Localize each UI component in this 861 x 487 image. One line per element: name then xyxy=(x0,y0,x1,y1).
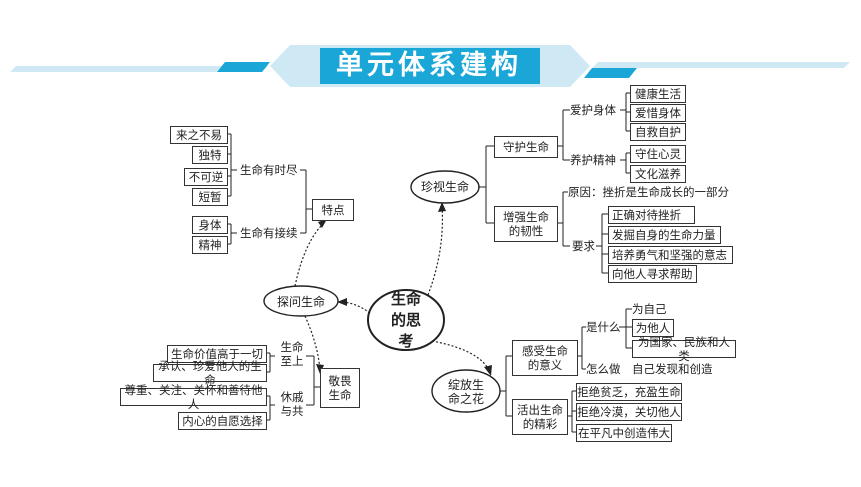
cloud-tanwen xyxy=(263,285,339,317)
node-aihu: 爱护身体 xyxy=(570,103,616,117)
item-yaoqiu-3: 向他人寻求帮助 xyxy=(608,265,697,283)
node-jingwei-label: 敬畏生命 xyxy=(328,374,352,402)
node-zhenshi: 珍视生命 xyxy=(420,180,469,194)
node-huochu-label: 活出生命的精彩 xyxy=(517,403,563,431)
item-youshijin-3: 短暂 xyxy=(192,188,228,206)
node-ganshou-label: 感受生命的意义 xyxy=(522,344,568,372)
node-shouhu: 守护生命 xyxy=(494,136,558,158)
node-xiuqi: 休戚与共 xyxy=(280,390,304,418)
item-yaoqiu-0: 正确对待挫折 xyxy=(608,206,695,224)
node-ganshou: 感受生命的意义 xyxy=(512,340,578,376)
node-zengqiang-label: 增强生命的韧性 xyxy=(503,210,549,238)
item-yanghu-1: 文化滋养 xyxy=(630,165,686,183)
item-shishenme-1: 为他人 xyxy=(632,319,674,337)
center-label: 生命的思考 xyxy=(390,289,421,350)
item-yaoqiu-1: 发掘自身的生命力量 xyxy=(608,226,721,244)
item-huochu-0: 拒绝贫乏，充盈生命 xyxy=(576,383,682,401)
arrow-to-zhanfang xyxy=(431,340,491,373)
banner-right-accent xyxy=(584,68,637,78)
node-zhishang: 生命至上 xyxy=(280,340,304,368)
item-shishenme-0: 为自己 xyxy=(632,301,672,317)
node-tanwen: 探问生命 xyxy=(276,295,325,309)
item-huochu-1: 拒绝冷漠，关切他人 xyxy=(576,403,682,421)
node-zhanfang-label: 绽放生命之花 xyxy=(447,378,484,406)
arrow-to-zhenshi xyxy=(427,205,443,296)
arrow-to-tedian xyxy=(294,221,326,287)
node-yuanyin: 原因：挫折是生命成长的一部分 xyxy=(568,185,729,199)
item-yaoqiu-2: 培养勇气和坚强的意志 xyxy=(608,246,733,264)
node-shishenme: 是什么 xyxy=(586,320,621,334)
item-zhishang-1: 承认、珍爱他人的生命 xyxy=(153,359,267,387)
node-huochu: 活出生命的精彩 xyxy=(512,399,568,435)
item-shishenme-2: 为国家、民族和人类 xyxy=(632,335,736,363)
page-title: 单元体系建构 xyxy=(336,50,522,81)
node-yaoqiu: 要求 xyxy=(572,239,595,253)
center-node: 生命的思考 xyxy=(370,289,442,350)
item-youshijin-2: 不可逆 xyxy=(184,168,228,186)
center-circle xyxy=(367,289,445,351)
banner-title-bg xyxy=(320,48,540,84)
node-youjiexu: 生命有接续 xyxy=(240,226,298,240)
item-huochu-2: 在平凡中创造伟大 xyxy=(576,424,672,442)
item-youjiexu-1: 精神 xyxy=(192,236,228,254)
item-xiuqi-0: 尊重、关注、关怀和善待他人 xyxy=(120,383,267,411)
item-youshijin-1: 独特 xyxy=(192,146,228,164)
banner-left-stripe xyxy=(10,66,268,72)
node-zengqiang: 增强生命的韧性 xyxy=(494,206,558,242)
item-yanghu-0: 守住心灵 xyxy=(630,145,686,163)
node-jingwei: 敬畏生命 xyxy=(320,368,360,408)
item-zenmezuo: 自己发现和创造 xyxy=(632,362,713,376)
item-xiuqi-1: 内心的自愿选择 xyxy=(178,412,267,430)
node-zhanfang: 绽放生命之花 xyxy=(444,377,488,407)
banner-left-accent xyxy=(217,62,270,72)
item-youjiexu-0: 身体 xyxy=(192,216,228,234)
item-aihu-1: 爱惜身体 xyxy=(630,104,686,122)
node-yanghu: 养护精神 xyxy=(570,153,616,167)
item-aihu-2: 自救自护 xyxy=(630,123,686,141)
item-aihu-0: 健康生活 xyxy=(630,85,686,103)
item-youshijin-0: 来之不易 xyxy=(170,126,228,144)
item-zhishang-0: 生命价值高于一切 xyxy=(167,345,267,363)
node-tedian: 特点 xyxy=(312,199,354,221)
node-zenmezuo: 怎么做 xyxy=(586,362,621,376)
banner-right-stripe xyxy=(592,62,850,68)
node-youshijin: 生命有时尽 xyxy=(240,163,298,177)
arrow-to-jingwei xyxy=(304,315,321,371)
